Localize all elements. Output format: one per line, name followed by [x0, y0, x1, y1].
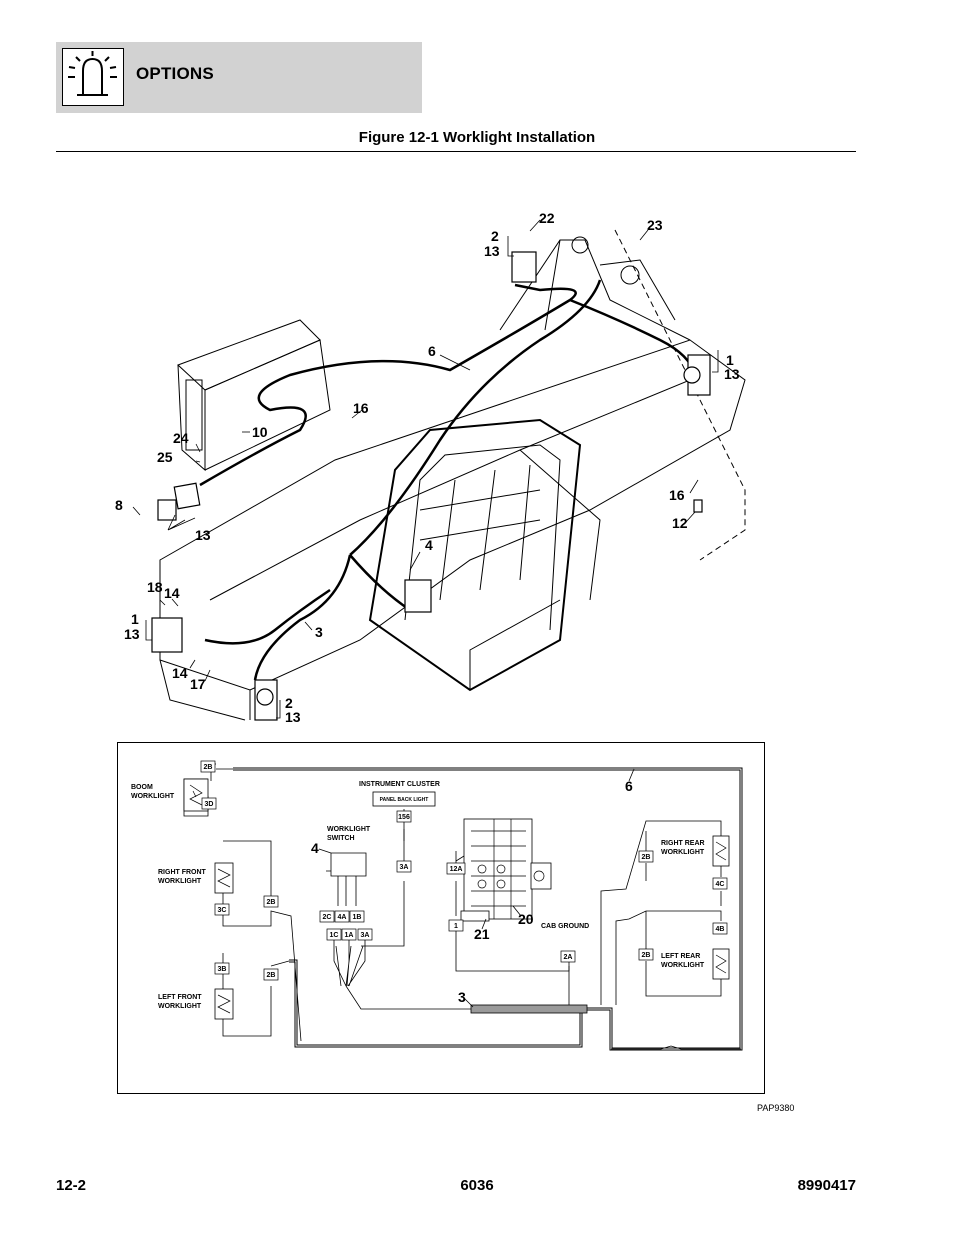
wiring-schematic-frame: 2B 3D 3C 2B 3B 2B 156 3A 2C 4A 1B 1C 1A …: [117, 742, 765, 1094]
left-rear-worklight-label-line2: WORKLIGHT: [661, 962, 705, 969]
part-number: 8990417: [797, 1177, 856, 1194]
wire-label-1: 1: [454, 923, 458, 930]
left-front-worklight-label-line1: LEFT FRONT: [158, 994, 202, 1001]
schematic-callout-20: 20: [518, 911, 534, 927]
wire-label-1a: 1A: [345, 932, 354, 939]
schematic-callout-3: 3: [458, 989, 466, 1005]
figure-id: PAP9380: [757, 1103, 795, 1113]
right-front-worklight-label-line1: RIGHT FRONT: [158, 869, 207, 876]
callout-10: 10: [252, 424, 268, 440]
schematic-callout-4: 4: [311, 840, 319, 856]
callout-16: 16: [669, 487, 685, 503]
wire-label-1b: 1B: [353, 914, 362, 921]
worklight-icon: [62, 48, 124, 106]
instrument-cluster-label: INSTRUMENT CLUSTER: [359, 781, 440, 788]
callout-22: 22: [539, 210, 555, 226]
header-rule: [56, 151, 856, 152]
right-front-worklight-label-line2: WORKLIGHT: [158, 878, 202, 885]
callout-16: 16: [353, 400, 369, 416]
worklight-switch-label-line2: SWITCH: [327, 835, 355, 842]
callout-24: 24: [173, 430, 189, 446]
wire-label-3c: 3C: [218, 907, 227, 914]
callout-1: 1: [726, 352, 734, 368]
wire-label-2b: 2B: [642, 854, 651, 861]
wire-label-3a: 3A: [361, 932, 370, 939]
section-title: OPTIONS: [136, 64, 214, 83]
callout-1: 1: [131, 611, 139, 627]
callout-4: 4: [425, 537, 433, 553]
wire-label-12a: 12A: [450, 866, 463, 873]
boom-worklight-label-line2: WORKLIGHT: [131, 793, 175, 800]
wiring-schematic: 2B 3D 3C 2B 3B 2B 156 3A 2C 4A 1B 1C 1A …: [131, 760, 743, 1051]
callout-12: 12: [672, 515, 688, 531]
wire-label-4a: 4A: [338, 914, 347, 921]
right-rear-worklight-label-line1: RIGHT REAR: [661, 840, 705, 847]
left-front-worklight-label-line2: WORKLIGHT: [158, 1003, 202, 1010]
model-number: 6036: [460, 1177, 494, 1194]
callout-2: 2: [285, 695, 293, 711]
wire-label-2b: 2B: [642, 952, 651, 959]
callout-17: 17: [190, 676, 206, 692]
callout-25: 25: [157, 449, 173, 465]
callout-13: 13: [724, 366, 740, 382]
callout-6: 6: [428, 343, 436, 359]
callout-14: 14: [164, 585, 180, 601]
callout-13: 13: [285, 709, 301, 725]
wire-label-2b: 2B: [267, 972, 276, 979]
callout-18: 18: [147, 579, 163, 595]
figure-title: Figure 12-1 Worklight Installation: [358, 129, 596, 146]
callout-23: 23: [647, 217, 663, 233]
callout-3: 3: [315, 624, 323, 640]
callout-13: 13: [484, 243, 500, 259]
wire-label-3d: 3D: [205, 801, 214, 808]
left-rear-worklight-label-line1: LEFT REAR: [661, 953, 700, 960]
schematic-callout-21: 21: [474, 926, 490, 942]
callout-8: 8: [115, 497, 123, 513]
wire-label-2a: 2A: [564, 954, 573, 961]
wire-label-4c: 4C: [716, 881, 725, 888]
wire-label-1c: 1C: [330, 932, 339, 939]
wire-label-3b: 3B: [218, 966, 227, 973]
worklight-installation-drawing: 22 2 13 23 1 13 6 16 24 10 25 8 13 16 12…: [115, 210, 746, 725]
callout-13: 13: [124, 626, 140, 642]
wire-label-2b: 2B: [204, 764, 213, 771]
wire-label-2c: 2C: [323, 914, 332, 921]
callout-2: 2: [491, 228, 499, 244]
worklight-switch-label-line1: WORKLIGHT: [327, 826, 371, 833]
right-rear-worklight-label-line2: WORKLIGHT: [661, 849, 705, 856]
callout-13: 13: [195, 527, 211, 543]
panel-back-light-label: PANEL BACK LIGHT: [380, 797, 429, 803]
wire-label-156: 156: [398, 814, 410, 821]
callout-14: 14: [172, 665, 188, 681]
wire-label-4b: 4B: [716, 926, 725, 933]
cab-ground-label: CAB GROUND: [541, 923, 589, 930]
page-number: 12-2: [56, 1177, 87, 1194]
wire-label-2b: 2B: [267, 899, 276, 906]
schematic-callout-6: 6: [625, 778, 633, 794]
wire-label-3a: 3A: [400, 864, 409, 871]
boom-worklight-label-line1: BOOM: [131, 784, 153, 791]
